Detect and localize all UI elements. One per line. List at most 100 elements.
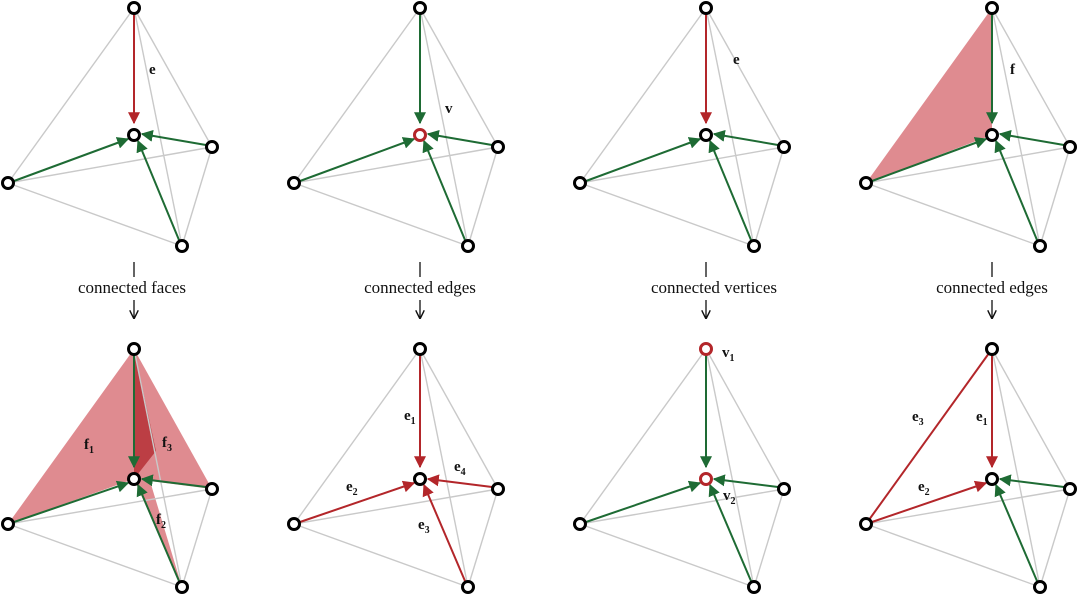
- vertex: [985, 342, 999, 356]
- vertex: [777, 140, 791, 154]
- vertex: [1033, 239, 1047, 253]
- green-arrow: [712, 474, 779, 488]
- bottom-panel-3: v1 v2: [573, 342, 791, 594]
- face-f1: [8, 349, 134, 524]
- red-arrow: [299, 480, 416, 523]
- vertex: [1, 176, 15, 190]
- center-vertex: [985, 128, 999, 142]
- green-arrow: [994, 483, 1038, 582]
- green-arrow: [136, 139, 180, 241]
- vertex: [461, 239, 475, 253]
- bottom-panel-4: e3 e1 e2: [859, 342, 1077, 594]
- vertex: [127, 342, 141, 356]
- vertex: [205, 140, 219, 154]
- red-arrow: [871, 480, 988, 523]
- center-vertex: [985, 472, 999, 486]
- green-arrow: [13, 137, 130, 182]
- element-label: e2: [918, 479, 930, 498]
- green-arrow: [871, 137, 988, 182]
- vertex: [1033, 580, 1047, 594]
- step-label: connected vertices: [651, 278, 777, 297]
- element-label: e: [733, 52, 740, 68]
- top-panel-3: e: [573, 1, 791, 253]
- step-1: connected faces: [78, 262, 186, 318]
- green-arrow: [712, 129, 779, 146]
- element-label: f: [1010, 62, 1016, 78]
- vertex: [413, 1, 427, 15]
- center-vertex: [127, 472, 141, 486]
- element-label: e3: [912, 409, 924, 428]
- green-arrow: [585, 480, 702, 523]
- green-arrow: [299, 137, 416, 182]
- green-arrow: [13, 480, 130, 523]
- green-arrow: [140, 474, 207, 488]
- element-label: e: [149, 62, 156, 78]
- query-vertex: [413, 128, 427, 142]
- vertex: [287, 176, 301, 190]
- element-label: e1: [976, 409, 988, 428]
- vertex: [491, 482, 505, 496]
- step-label: connected edges: [364, 278, 476, 297]
- element-label: v2: [723, 488, 736, 507]
- red-edge: [865, 348, 993, 525]
- vertex: [859, 517, 873, 531]
- center-vertex: [127, 128, 141, 142]
- face-overlap: [134, 349, 156, 479]
- center-vertex: [699, 128, 713, 142]
- element-label: f3: [162, 435, 172, 454]
- vertex: [413, 342, 427, 356]
- vertex: [699, 1, 713, 15]
- vertex: [1, 517, 15, 531]
- vertex: [1063, 140, 1077, 154]
- element-label: v1: [722, 345, 735, 364]
- vertex: [985, 1, 999, 15]
- green-arrow: [422, 139, 466, 241]
- bottom-panel-2: e1 e2 e4 e3: [287, 342, 505, 594]
- step-3: connected vertices: [651, 262, 777, 318]
- green-arrow: [998, 474, 1065, 488]
- top-panel-1: e: [1, 1, 219, 253]
- element-label: f1: [84, 437, 94, 456]
- vertex: [461, 580, 475, 594]
- red-arrow: [422, 483, 466, 582]
- green-arrow: [136, 483, 180, 582]
- green-arrow: [140, 129, 207, 146]
- step-label: connected edges: [936, 278, 1048, 297]
- vertex: [287, 517, 301, 531]
- green-arrow: [708, 139, 752, 241]
- vertex: [747, 239, 761, 253]
- bottom-panel-1: f1 f3 f2: [1, 342, 219, 594]
- green-arrow: [998, 129, 1065, 146]
- step-label: connected faces: [78, 278, 186, 297]
- vertex: [573, 176, 587, 190]
- step-4: connected edges: [936, 262, 1048, 318]
- element-label: e4: [454, 459, 466, 478]
- vertex: [859, 176, 873, 190]
- element-label: f2: [156, 512, 166, 531]
- center-vertex: [413, 472, 427, 486]
- element-label: e2: [346, 479, 358, 498]
- vertex: [205, 482, 219, 496]
- vertex: [175, 239, 189, 253]
- top-panel-2: v: [287, 1, 505, 253]
- element-label: e3: [418, 517, 430, 536]
- vertex: [127, 1, 141, 15]
- red-arrow: [426, 474, 493, 488]
- element-label: v: [445, 101, 453, 117]
- result-vertex: [699, 472, 713, 486]
- green-arrow: [585, 137, 702, 182]
- green-arrow: [708, 483, 752, 582]
- step-2: connected edges: [364, 262, 476, 318]
- vertex: [777, 482, 791, 496]
- vertex: [573, 517, 587, 531]
- result-vertex: [699, 342, 713, 356]
- green-arrow: [994, 139, 1038, 241]
- top-panel-4: f: [859, 1, 1077, 253]
- query-face: [866, 8, 992, 183]
- vertex: [1063, 482, 1077, 496]
- element-label: e1: [404, 408, 416, 427]
- vertex: [491, 140, 505, 154]
- vertex: [747, 580, 761, 594]
- green-arrow: [426, 129, 493, 146]
